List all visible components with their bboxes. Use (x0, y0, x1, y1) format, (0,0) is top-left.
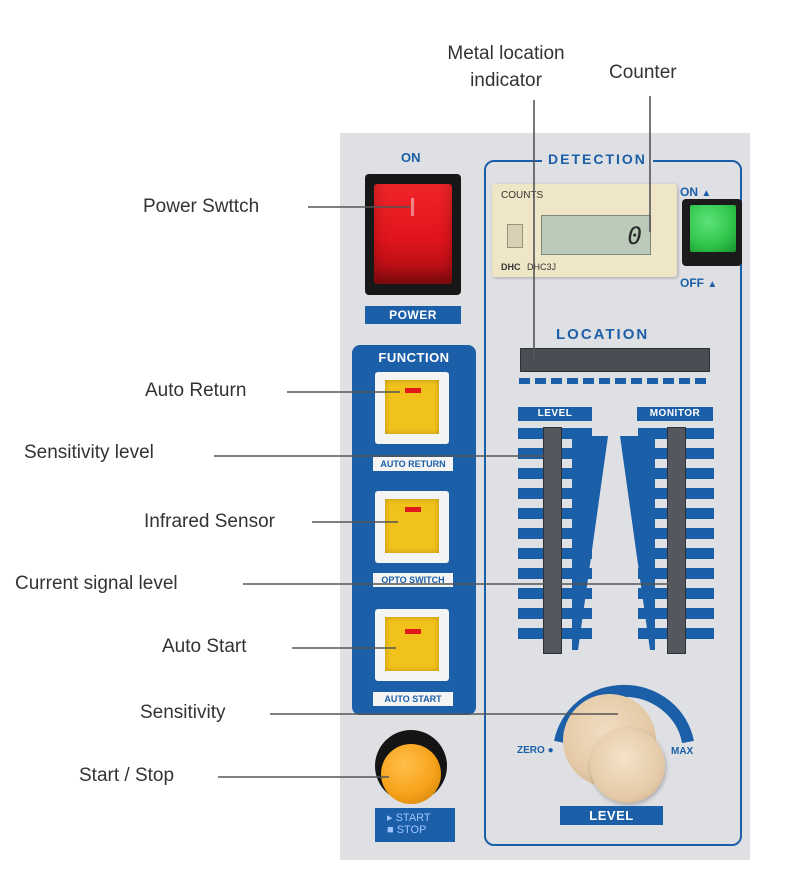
power-switch-on-mark (411, 198, 414, 216)
location-led-bar (520, 348, 710, 372)
auto-start-led (405, 629, 421, 634)
sensitivity-level-label: Sensitivity level (24, 442, 154, 463)
counter-reset-button[interactable] (507, 224, 523, 248)
stop-label: ■ STOP (387, 824, 427, 836)
counter-brand: DHC DHC3J (501, 262, 556, 272)
sensitivity-knob[interactable] (590, 728, 665, 803)
counter-brand-name: DHC (501, 262, 521, 272)
counts-label: COUNTS (501, 190, 544, 201)
location-tick (631, 378, 642, 384)
detection-off-label: OFF ▲ (680, 276, 717, 290)
function-title: FUNCTION (378, 350, 450, 365)
zero-dot-icon: ● (547, 745, 554, 756)
power-label: POWER (365, 306, 461, 324)
metal-location-line2: indicator (470, 70, 542, 91)
power-on-label: ON (401, 150, 421, 165)
current-signal-level-bar (667, 427, 686, 654)
detection-off-text: OFF (680, 276, 704, 290)
metal-location-indicator-label: Metal location indicator (416, 40, 596, 94)
max-label: MAX (671, 746, 694, 757)
start-stop-label: Start / Stop (79, 765, 175, 786)
start-label: ▸ START (387, 812, 431, 824)
knob-level-label: LEVEL (560, 806, 663, 825)
counter-label: Counter (609, 62, 677, 83)
location-tick (583, 378, 594, 384)
power-switch-label: Power Swttch (143, 196, 260, 217)
counter-model: DHC3J (527, 262, 557, 272)
monitor-label: MONITOR (637, 407, 713, 421)
sensitivity-label: Sensitivity (140, 702, 226, 723)
location-tick (679, 378, 690, 384)
location-tick-row (519, 378, 709, 386)
location-label: LOCATION (556, 326, 650, 343)
zero-text: ZERO (517, 745, 545, 756)
detection-on-off-button[interactable] (690, 205, 736, 252)
start-stop-label-box: ▸ START ■ STOP (375, 808, 455, 842)
metal-location-line1: Metal location (447, 43, 565, 64)
location-tick (551, 378, 562, 384)
level-label: LEVEL (518, 407, 592, 421)
counter-display: 0 (541, 215, 651, 255)
current-signal-level-label: Current signal level (15, 573, 178, 594)
auto-return-button[interactable] (385, 380, 439, 434)
detection-title: DETECTION (542, 151, 653, 167)
auto-return-label: Auto Return (145, 380, 247, 401)
detection-on-label: ON ▲ (680, 185, 711, 199)
location-tick (519, 378, 530, 384)
location-tick (647, 378, 658, 384)
location-tick (567, 378, 578, 384)
detection-on-text: ON (680, 185, 698, 199)
power-rocker-switch[interactable] (374, 184, 452, 284)
opto-switch-button[interactable] (385, 499, 439, 553)
auto-return-button-label: AUTO RETURN (373, 457, 453, 471)
infrared-sensor-label: Infrared Sensor (144, 511, 275, 532)
detection-off-arrow-icon: ▲ (707, 279, 718, 290)
location-tick (599, 378, 610, 384)
start-stop-button[interactable] (381, 744, 441, 804)
detection-on-arrow-icon: ▲ (701, 188, 712, 199)
auto-start-button[interactable] (385, 617, 439, 671)
auto-start-label: Auto Start (162, 636, 247, 657)
location-tick (535, 378, 546, 384)
auto-return-led (405, 388, 421, 393)
counter-value: 0 (627, 222, 642, 250)
counter-body: COUNTS 0 DHC DHC3J (492, 184, 677, 277)
opto-switch-led (405, 507, 421, 512)
auto-start-button-label: AUTO START (373, 692, 453, 706)
location-tick (615, 378, 626, 384)
location-tick (663, 378, 674, 384)
sensitivity-level-bar (543, 427, 562, 654)
location-tick (695, 378, 706, 384)
zero-label: ZERO ● (517, 745, 554, 756)
